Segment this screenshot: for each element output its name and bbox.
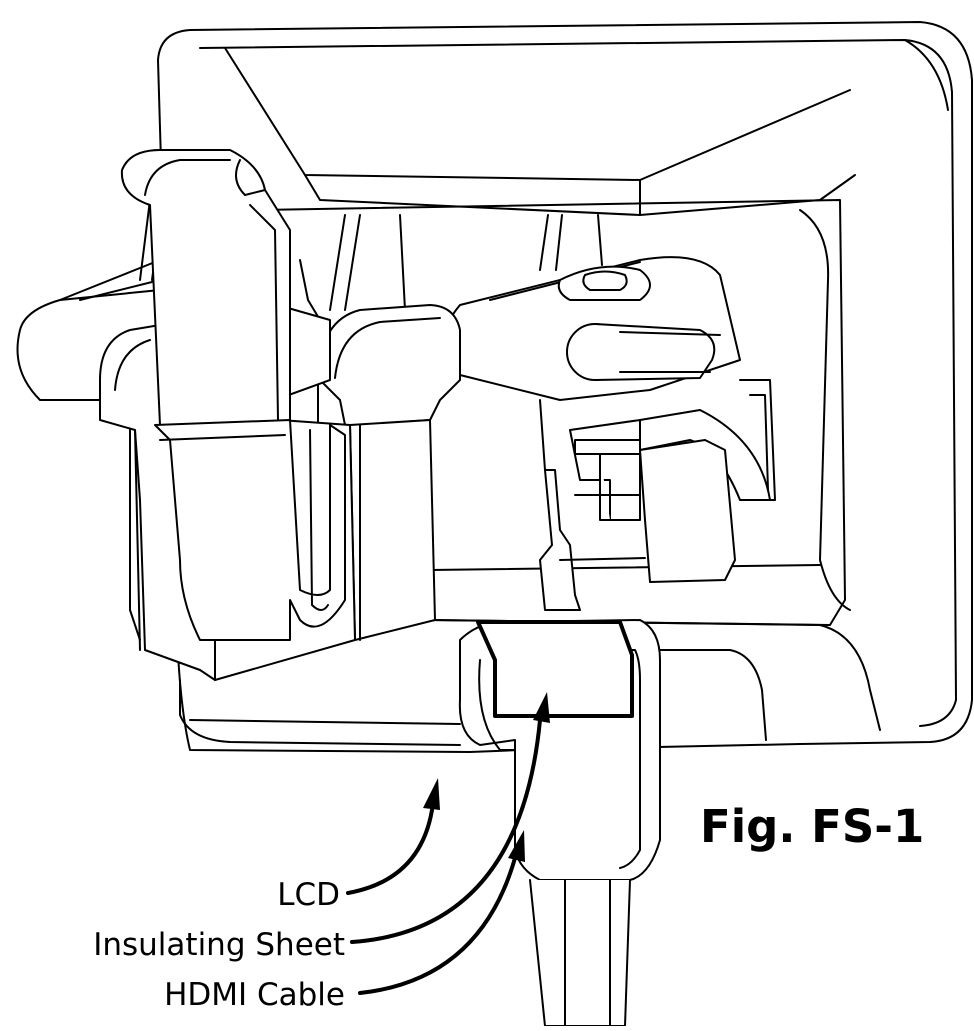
latch-handle — [120, 149, 346, 641]
insulating-sheet — [476, 620, 634, 718]
insulating-sheet-arrowhead — [533, 692, 550, 723]
figure-label: Fig. FS-1 — [700, 800, 924, 853]
insulating-sheet-leader-line — [350, 718, 542, 944]
middle-clip — [317, 304, 461, 641]
insulating-sheet-label: Insulating Sheet — [93, 927, 345, 963]
lcd-label: LCD — [277, 877, 340, 913]
hdmi-cable-arrowhead — [508, 830, 525, 862]
divider-posts — [299, 214, 603, 321]
lcd-arrowhead — [423, 778, 440, 810]
hdmi-cable-leader-line — [358, 856, 517, 995]
hdmi-cable-label: HDMI Cable — [164, 977, 345, 1013]
rod-arm — [444, 256, 741, 401]
hinge-mechanism — [539, 379, 776, 611]
leader-lines — [346, 692, 550, 995]
lcd-leader-line — [346, 808, 434, 895]
